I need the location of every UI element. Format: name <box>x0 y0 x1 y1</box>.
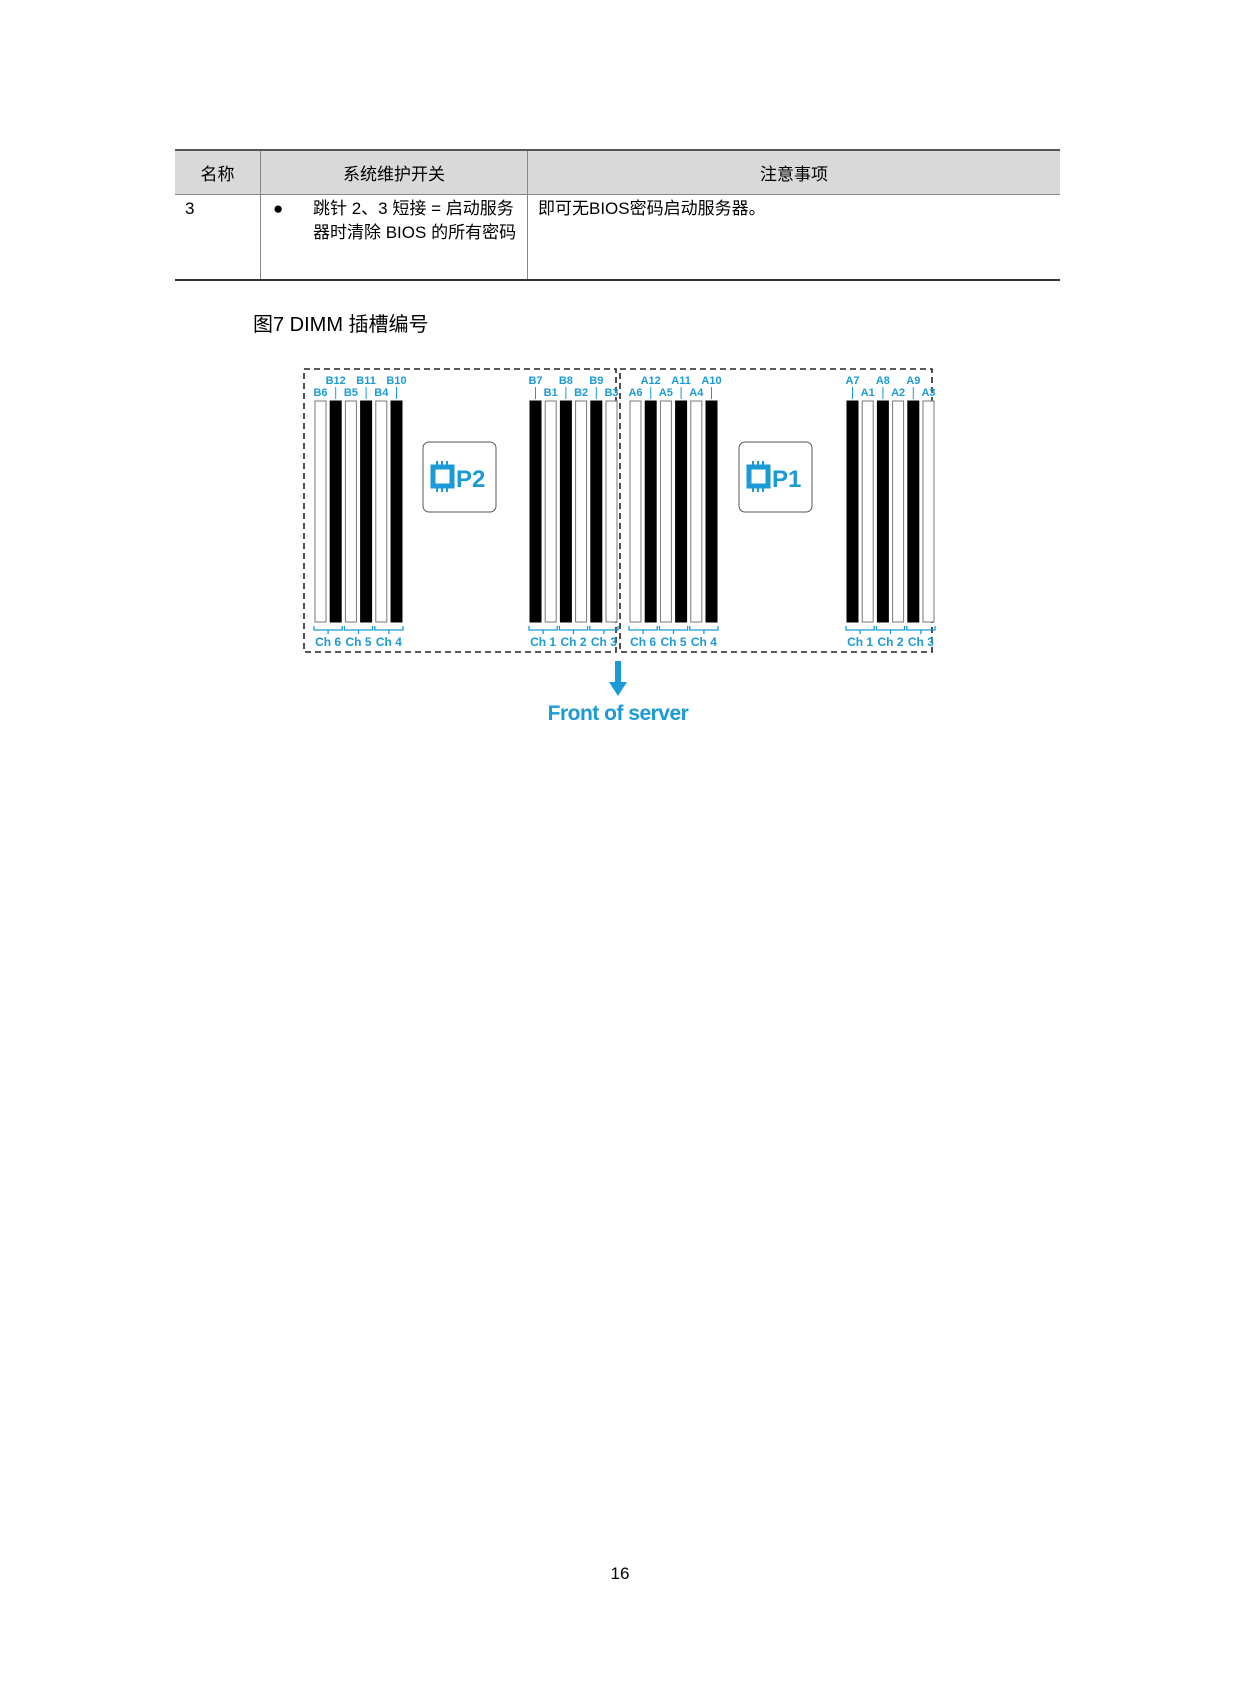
cpu-label: P1 <box>772 466 801 493</box>
slot-label: B11 <box>356 375 376 387</box>
slot-label: A6 <box>628 387 642 399</box>
channel-label: Ch 4 <box>691 635 717 649</box>
dimm-slot-A11 <box>675 400 688 623</box>
dimm-slot-B7 <box>529 400 542 623</box>
dimm-slot-B10 <box>390 400 403 623</box>
dimm-slot-A3 <box>922 400 935 623</box>
cell-note: 即可无BIOS密码启动服务器。 <box>527 194 1060 281</box>
header-name: 名称 <box>175 149 261 195</box>
slot-label: B9 <box>589 375 603 387</box>
slot-label: B8 <box>559 375 573 387</box>
slot-label: A11 <box>671 375 691 387</box>
dimm-slot-A6 <box>629 400 642 623</box>
channel-bracket <box>343 626 374 634</box>
slot-label: A5 <box>659 387 673 399</box>
table-header-row: 名称 系统维护开关 注意事项 <box>175 149 1060 195</box>
cell-name: 3 <box>175 194 261 281</box>
channel-bracket <box>558 626 589 634</box>
channel-bracket <box>689 626 719 634</box>
channel-label: Ch 1 <box>530 635 556 649</box>
dimm-slot-A7 <box>846 400 859 623</box>
channel-label: Ch 1 <box>847 635 873 649</box>
jumper-table: 名称 系统维护开关 注意事项 3 ● 跳针 2、3 短接 = 启动服务器时清除 … <box>175 149 1060 281</box>
dimm-slot-A1 <box>861 400 874 623</box>
channel-bracket <box>528 626 558 634</box>
channel-bracket <box>589 626 619 634</box>
dimm-slot-B3 <box>605 400 618 623</box>
slot-label: B3 <box>604 387 618 399</box>
slot-label: A4 <box>689 387 704 399</box>
dimm-slot-A12 <box>644 400 657 623</box>
switch-text: 跳针 2、3 短接 = 启动服务器时清除 BIOS 的所有密码 <box>313 199 517 242</box>
dimm-slot-B8 <box>559 400 572 623</box>
slot-label: A8 <box>876 375 890 387</box>
header-switch: 系统维护开关 <box>260 149 528 195</box>
channel-bracket <box>658 626 689 634</box>
front-arrow-shaft <box>615 661 621 683</box>
bullet-icon: ● <box>273 199 284 218</box>
header-note: 注意事项 <box>527 149 1060 195</box>
slot-label: B10 <box>386 375 406 387</box>
slot-label: A10 <box>701 375 721 387</box>
dimm-slot-B11 <box>360 400 373 623</box>
dimm-slot-A9 <box>907 400 920 623</box>
channel-bracket <box>313 626 343 634</box>
channel-bracket <box>875 626 906 634</box>
slot-label: B2 <box>574 387 588 399</box>
dimm-slot-B4 <box>375 400 388 623</box>
channel-bracket <box>374 626 404 634</box>
channel-label: Ch 2 <box>560 635 586 649</box>
cpu-P2-box <box>422 441 497 513</box>
cpu-P1-box <box>738 441 813 513</box>
slot-label: B12 <box>326 375 346 387</box>
slot-label: A9 <box>906 375 920 387</box>
dimm-slot-A4 <box>690 400 703 623</box>
slot-label: A3 <box>921 387 935 399</box>
page-number: 16 <box>610 1564 630 1583</box>
dimm-slot-B6 <box>314 400 327 623</box>
channel-label: Ch 2 <box>877 635 903 649</box>
slot-label: B4 <box>374 387 389 399</box>
slot-label: A2 <box>891 387 905 399</box>
channel-label: Ch 4 <box>376 635 402 649</box>
cell-switch: ● 跳针 2、3 短接 = 启动服务器时清除 BIOS 的所有密码 <box>260 194 528 281</box>
slot-label: A12 <box>641 375 661 387</box>
dimm-slot-B2 <box>575 400 588 623</box>
channel-bracket <box>628 626 658 634</box>
channel-label: Ch 6 <box>630 635 656 649</box>
front-arrow-icon <box>609 682 627 696</box>
dimm-slot-A5 <box>659 400 672 623</box>
channel-label: Ch 5 <box>660 635 686 649</box>
slot-label: B5 <box>344 387 358 399</box>
slot-label: A1 <box>861 387 875 399</box>
dimm-slot-A2 <box>892 400 905 623</box>
slot-label: B1 <box>544 387 558 399</box>
channel-bracket <box>906 626 936 634</box>
channel-label: Ch 3 <box>591 635 617 649</box>
dimm-slot-A10 <box>705 400 718 623</box>
cpu-label: P2 <box>456 466 485 493</box>
dimm-slot-B12 <box>329 400 342 623</box>
figure-title: 图7 DIMM 插槽编号 <box>253 314 429 336</box>
front-of-server-label: Front of server <box>548 702 689 725</box>
cpu-chip-icon <box>430 464 455 489</box>
table-row: 3 ● 跳针 2、3 短接 = 启动服务器时清除 BIOS 的所有密码 即可无B… <box>175 194 1060 281</box>
dimm-slot-B9 <box>590 400 603 623</box>
slot-label: B6 <box>313 387 327 399</box>
slot-label: B7 <box>528 375 542 387</box>
channel-bracket <box>845 626 875 634</box>
cpu-chip-icon <box>746 464 771 489</box>
channel-label: Ch 6 <box>315 635 341 649</box>
dimm-slot-B5 <box>344 400 357 623</box>
dimm-slot-A8 <box>876 400 889 623</box>
channel-label: Ch 5 <box>345 635 371 649</box>
channel-label: Ch 3 <box>908 635 934 649</box>
dimm-slot-B1 <box>544 400 557 623</box>
slot-label: A7 <box>845 375 859 387</box>
